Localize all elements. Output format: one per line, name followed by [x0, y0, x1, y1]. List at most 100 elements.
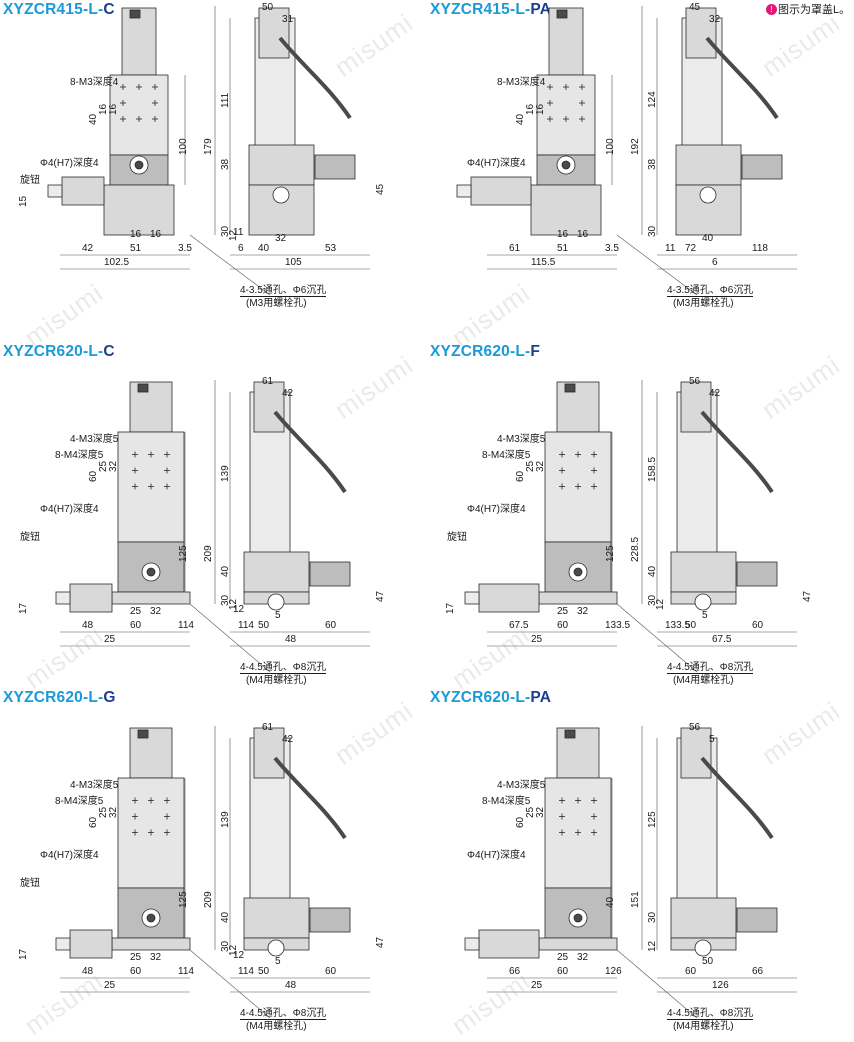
- title-suffix: C: [103, 1, 115, 18]
- stage-drawing: [464, 726, 797, 1019]
- title-model: XYZCR415-L-: [3, 1, 104, 18]
- callout-tap2: 8-M4深度5: [482, 450, 531, 461]
- dim-v: 158.5: [647, 456, 658, 482]
- dim-v: 40: [605, 896, 616, 908]
- dim-h: 114: [238, 620, 254, 631]
- dim-h: 42: [82, 243, 94, 254]
- dim-v: 47: [802, 590, 813, 602]
- dim-v: 32: [535, 806, 546, 818]
- callout-tap: 8-M3深度4: [70, 77, 119, 88]
- dim-v: 228.5: [630, 536, 641, 562]
- dim-v: 192: [630, 138, 641, 155]
- note-caption: !图示为罩盖L。: [766, 1, 850, 17]
- title-suffix: PA: [530, 689, 552, 706]
- dim-h: 5: [275, 610, 281, 621]
- dim-h: 16: [577, 229, 589, 240]
- callout-bolt-holes: (M3用螺栓孔): [673, 298, 734, 309]
- dim-h: 6: [238, 243, 244, 254]
- dim-h: 133.5: [605, 620, 631, 631]
- dim-v: 15: [18, 195, 29, 207]
- drawing-title: XYZCR620-L-G: [3, 689, 116, 707]
- dim-h: 72: [685, 243, 697, 254]
- dim-h: 42: [709, 388, 721, 399]
- dim-v: 111: [220, 92, 231, 108]
- title-suffix: G: [103, 689, 116, 706]
- dim-h: 102.5: [104, 257, 130, 268]
- dim-h: 61: [509, 243, 521, 254]
- dim-h: 67.5: [712, 634, 732, 645]
- dim-h: 60: [130, 620, 142, 631]
- dim-v: 47: [375, 590, 386, 602]
- stage-drawing: [55, 726, 370, 1019]
- dim-h: 11: [233, 227, 244, 238]
- dim-v: 125: [178, 545, 189, 562]
- dim-h: 32: [577, 952, 589, 963]
- dim-h: 42: [282, 388, 294, 399]
- dim-h: 32: [150, 606, 162, 617]
- dim-h: 60: [685, 966, 697, 977]
- dim-h: 25: [104, 980, 116, 991]
- dim-h: 12: [233, 950, 245, 961]
- callout-bolt-holes: (M4用螺栓孔): [673, 1021, 734, 1032]
- dim-v: 60: [88, 470, 99, 482]
- dim-h: 48: [82, 620, 94, 631]
- dim-h: 50: [685, 620, 697, 631]
- dim-v: 12: [228, 598, 239, 610]
- dim-v: 12: [228, 944, 239, 956]
- dim-h: 61: [262, 376, 274, 387]
- dim-h: 48: [82, 966, 94, 977]
- dim-h: 40: [702, 233, 714, 244]
- dim-h: 25: [531, 634, 543, 645]
- dim-v: 40: [220, 911, 231, 923]
- dim-h: 60: [557, 620, 569, 631]
- title-model: XYZCR620-L-: [430, 689, 531, 706]
- title-model: XYZCR620-L-: [3, 689, 104, 706]
- dim-h: 16: [150, 229, 162, 240]
- dim-h: 60: [752, 620, 764, 631]
- dim-v: 139: [220, 465, 231, 482]
- title-model: XYZCR620-L-: [430, 343, 531, 360]
- callout-through-holes: 4-4.5通孔、Φ8沉孔: [240, 662, 327, 674]
- callout-knob: 旋钮: [20, 878, 40, 889]
- callout-through-holes: 4-3.5通孔、Φ6沉孔: [667, 285, 754, 297]
- dim-v: 45: [375, 183, 386, 195]
- callout-pin: Φ4(H7)深度4: [40, 158, 99, 169]
- dim-h: 5: [709, 734, 715, 745]
- stage-drawing: [47, 6, 370, 296]
- callout-through-holes: 4-4.5通孔、Φ8沉孔: [667, 1008, 754, 1020]
- callout-bolt-holes: (M4用螺栓孔): [246, 1021, 307, 1032]
- dim-v: 17: [18, 948, 29, 960]
- stage-drawing: [464, 380, 797, 673]
- dim-h: 67.5: [509, 620, 529, 631]
- dim-v: 151: [630, 891, 641, 908]
- dim-v: 17: [445, 602, 456, 614]
- dim-h: 115.5: [531, 257, 556, 268]
- dim-h: 60: [325, 620, 337, 631]
- dim-v: 30: [647, 911, 658, 923]
- callout-knob: 旋钮: [447, 532, 467, 543]
- callout-bolt-holes: (M4用螺栓孔): [673, 675, 734, 686]
- dim-h: 51: [130, 243, 142, 254]
- dim-h: 5: [275, 956, 281, 967]
- dim-h: 50: [702, 956, 714, 967]
- dim-h: 60: [325, 966, 337, 977]
- dim-h: 118: [752, 243, 768, 254]
- dim-v: 209: [203, 891, 214, 908]
- callout-knob: 旋钮: [20, 532, 40, 543]
- callout-through-holes: 4-4.5通孔、Φ8沉孔: [240, 1008, 327, 1020]
- dim-h: 25: [104, 634, 116, 645]
- dim-v: 40: [515, 113, 526, 125]
- dim-h: 114: [238, 966, 254, 977]
- dim-h: 32: [275, 233, 287, 244]
- dim-h: 42: [282, 734, 294, 745]
- callout-through-holes: 4-4.5通孔、Φ8沉孔: [667, 662, 754, 674]
- dim-v: 124: [647, 91, 658, 108]
- callout-pin: Φ4(H7)深度4: [40, 850, 99, 861]
- dim-h: 16: [130, 229, 142, 240]
- dim-h: 25: [130, 952, 142, 963]
- dim-v: 16: [535, 103, 546, 115]
- dim-v: 17: [18, 602, 29, 614]
- stage-drawing: [55, 380, 370, 673]
